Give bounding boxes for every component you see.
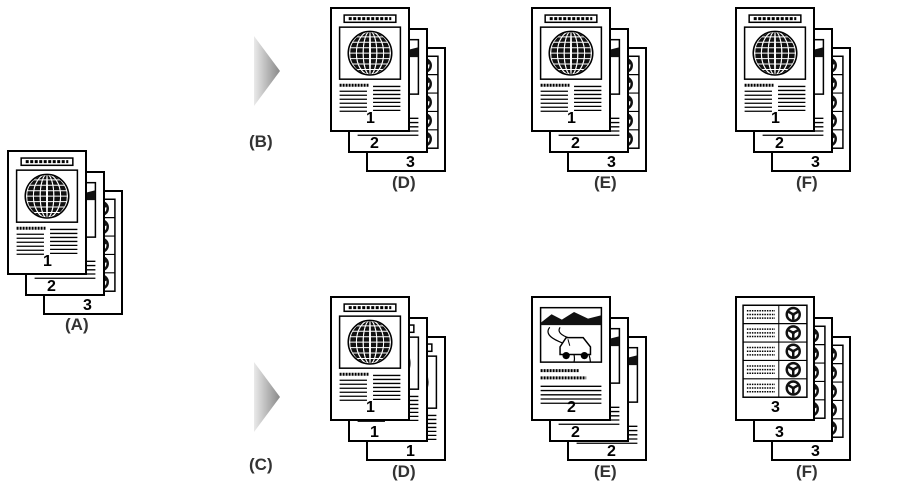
globe-content — [338, 14, 402, 112]
page-front: 1 — [330, 7, 410, 132]
page-front: 1 — [330, 296, 410, 421]
label-C: (C) — [249, 455, 273, 474]
page-front: 2 — [531, 296, 611, 421]
arrow-icon-C — [254, 362, 280, 432]
label-D2: (D) — [392, 462, 416, 481]
wheels-content — [742, 304, 808, 398]
page-number: 1 — [43, 253, 52, 270]
page-front: 3 — [735, 296, 815, 421]
page-number: 2 — [607, 443, 616, 460]
arrow-icon-B — [254, 36, 280, 106]
label-E1: (E) — [594, 173, 617, 192]
label-E2: (E) — [594, 462, 617, 481]
page-number: 3 — [811, 443, 820, 460]
globe-content — [539, 14, 603, 112]
globe-content — [15, 157, 79, 255]
page-number: 3 — [607, 154, 616, 171]
label-F1: (F) — [796, 173, 818, 192]
page-number: 2 — [370, 135, 379, 152]
page-number: 3 — [775, 424, 784, 441]
page-number: 1 — [370, 424, 379, 441]
page-number: 3 — [811, 154, 820, 171]
page-number: 1 — [771, 110, 780, 127]
page-number: 1 — [567, 110, 576, 127]
label-A: (A) — [65, 315, 89, 334]
page-number: 3 — [771, 399, 780, 416]
label-F2: (F) — [796, 462, 818, 481]
page-number: 2 — [775, 135, 784, 152]
page-number: 1 — [366, 399, 375, 416]
page-number: 2 — [571, 424, 580, 441]
page-number: 1 — [366, 110, 375, 127]
page-number: 3 — [406, 154, 415, 171]
car-content — [539, 306, 603, 404]
globe-content — [338, 303, 402, 401]
globe-content — [743, 14, 807, 112]
page-number: 3 — [83, 297, 92, 314]
page-front: 1 — [531, 7, 611, 132]
label-D1: (D) — [392, 173, 416, 192]
page-number: 2 — [571, 135, 580, 152]
page-number: 2 — [47, 278, 56, 295]
page-front: 1 — [7, 150, 87, 275]
label-B: (B) — [249, 132, 273, 151]
page-number: 1 — [406, 443, 415, 460]
page-front: 1 — [735, 7, 815, 132]
page-number: 2 — [567, 399, 576, 416]
